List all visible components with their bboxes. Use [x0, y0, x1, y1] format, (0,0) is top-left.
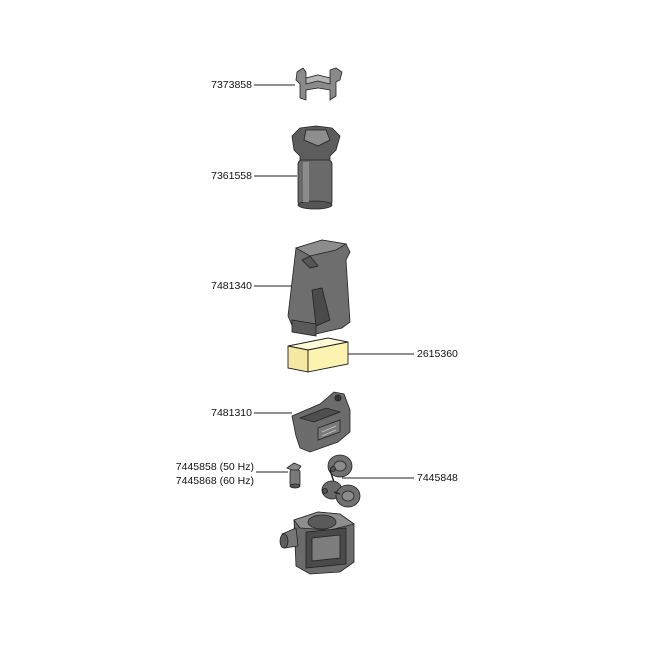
- filter-housing-part: [287, 239, 351, 337]
- part-number-filter-housing: 7481340: [211, 280, 252, 292]
- impeller-part: [286, 462, 302, 489]
- leader-lines: [254, 84, 414, 479]
- part-number-sponge: 2615360: [417, 348, 458, 360]
- part-number-impeller-50hz: 7445858 (50 Hz): [175, 461, 254, 473]
- pump-motor-part: [279, 511, 355, 575]
- bracket-part: [291, 391, 351, 453]
- part-number-tube: 7361558: [211, 170, 252, 182]
- part-number-bracket: 7481310: [211, 407, 252, 419]
- sponge-part: [287, 337, 349, 373]
- clip-part: [295, 67, 343, 101]
- suction-cups-part: [321, 454, 361, 508]
- part-number-impeller-60hz: 7445868 (60 Hz): [175, 475, 254, 487]
- part-number-suction-cups: 7445848: [417, 472, 458, 484]
- tube-part: [291, 125, 341, 210]
- part-number-clip: 7373858: [211, 79, 252, 91]
